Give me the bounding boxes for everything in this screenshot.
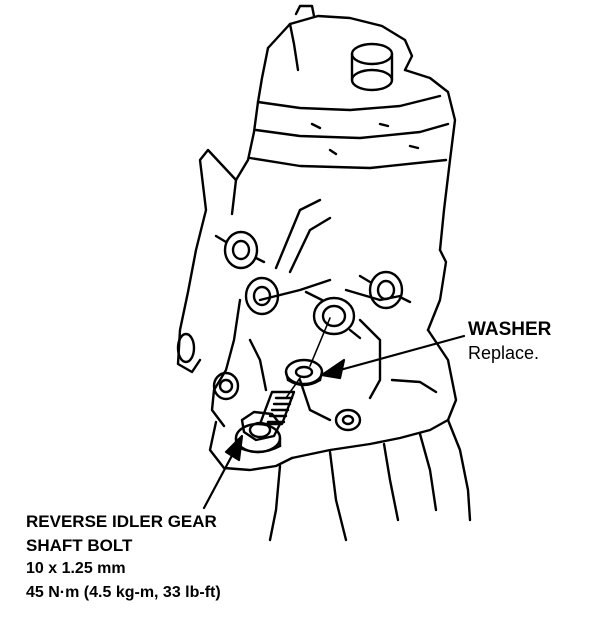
washer-label: WASHER — [468, 319, 552, 340]
bolt-leader-arrow — [202, 434, 244, 510]
bolt-size-spec: 10 x 1.25 mm — [26, 560, 126, 577]
bolt-hole — [304, 290, 362, 340]
bolt-torque-spec: 45 N·m (4.5 kg-m, 33 lb-ft) — [26, 584, 221, 601]
reverse-idler-gear-shaft-bolt — [234, 390, 296, 454]
bolt-label-line1: REVERSE IDLER GEAR — [26, 512, 217, 531]
transmission-case-outline — [176, 4, 472, 542]
washer-leader-arrow — [320, 334, 466, 380]
bolt-label-line2: SHAFT BOLT — [26, 536, 133, 555]
boss-bosses — [212, 230, 412, 432]
washer-replace-note: Replace. — [468, 343, 540, 363]
assembly-guide-line — [285, 317, 331, 399]
washer-part — [284, 358, 324, 387]
